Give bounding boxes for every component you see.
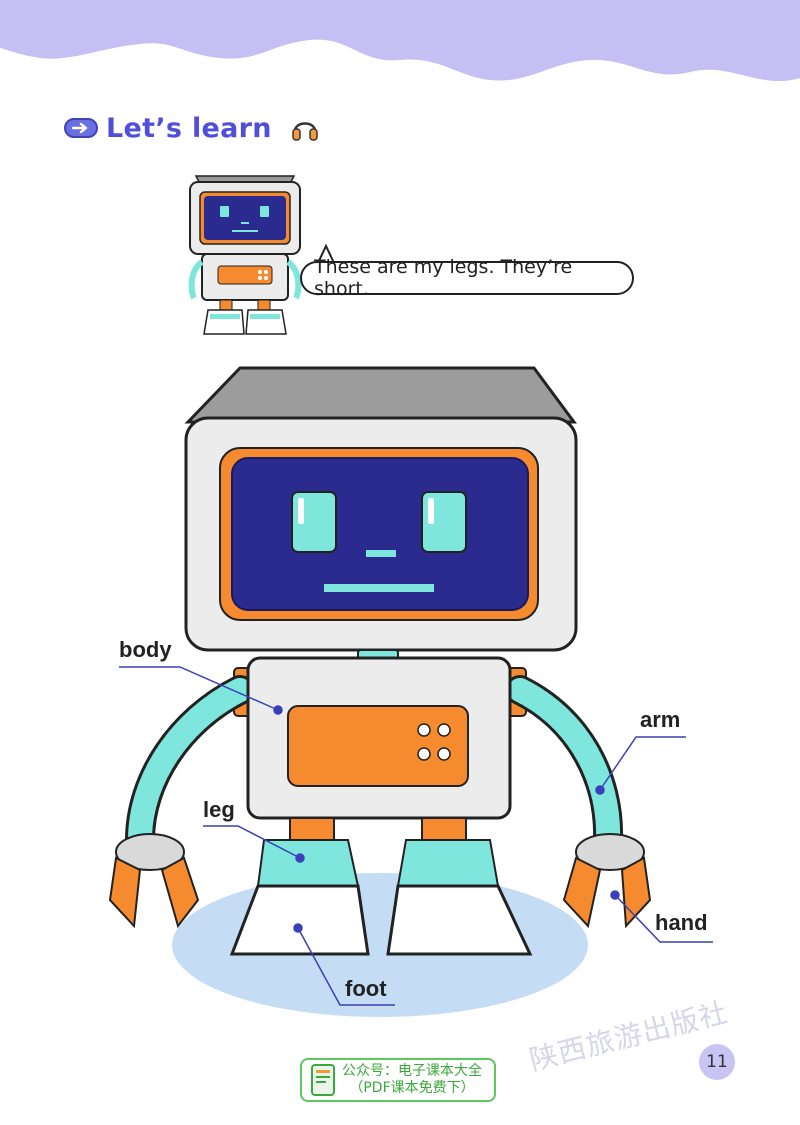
section-heading: Let’s learn — [64, 108, 320, 148]
badge-line-2: （PDF课本免费下） — [349, 1080, 475, 1096]
label-body: body — [119, 637, 172, 662]
footer-badge: 公众号：电子课本大全 （PDF课本免费下） — [300, 1058, 496, 1102]
section-title: Let’s learn — [106, 112, 272, 144]
small-robot-illustration — [188, 175, 302, 335]
speech-bubble: These are my legs. They’re short. — [300, 256, 634, 300]
robot-illustration — [108, 366, 652, 1017]
badge-line-1: 公众号：电子课本大全 — [342, 1063, 482, 1079]
top-wave-decoration — [0, 0, 800, 82]
speech-text: These are my legs. They’re short. — [314, 256, 573, 300]
label-hand: hand — [655, 910, 708, 935]
label-arm: arm — [640, 707, 681, 732]
label-foot: foot — [345, 976, 387, 1001]
book-icon — [311, 1064, 335, 1096]
label-leg: leg — [203, 797, 235, 822]
headphones-icon[interactable] — [290, 113, 320, 143]
page-number: 11 — [699, 1044, 735, 1080]
speech-bubble-tail — [317, 244, 335, 264]
arrow-right-icon — [64, 118, 98, 138]
